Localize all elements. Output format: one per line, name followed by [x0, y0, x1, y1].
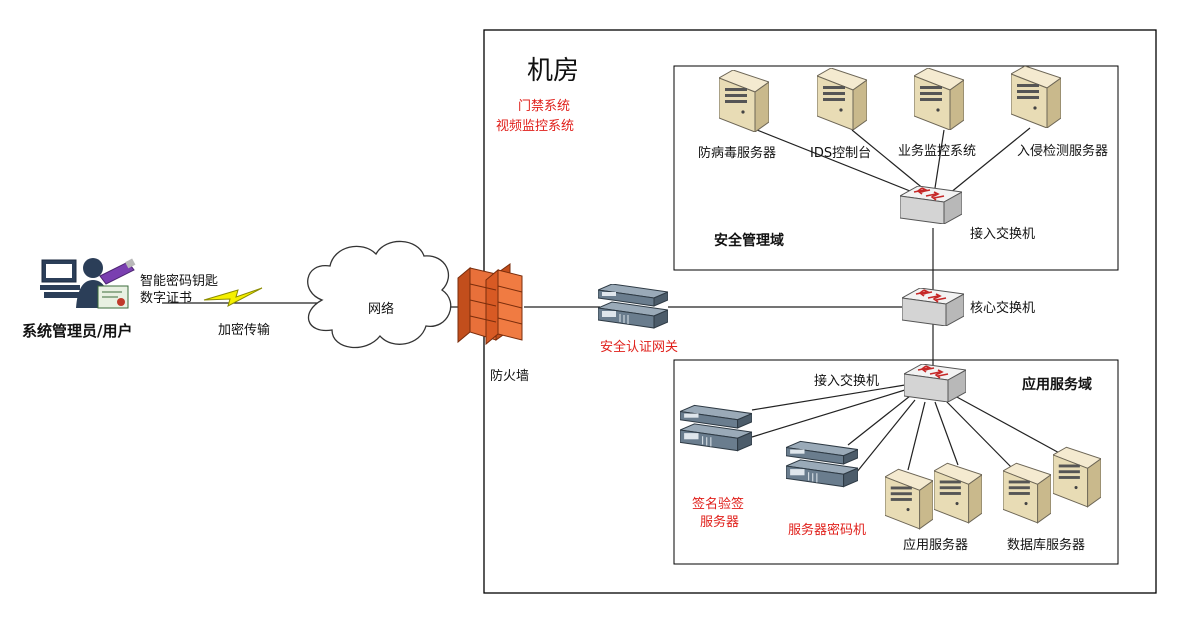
smart-key-label: 智能密码钥匙: [140, 273, 218, 289]
ids-console-label: IDS控制台: [810, 146, 871, 161]
gateway-server-icon: [598, 284, 668, 329]
security-zone-frame: [673, 65, 1119, 271]
encrypted-transfer-label: 加密传输: [218, 322, 270, 338]
biz-monitor-label: 业务监控系统: [898, 143, 976, 159]
network-label: 网络: [368, 301, 394, 317]
db-server-icon-2: [1053, 446, 1101, 508]
app-access-switch-icon: [904, 364, 966, 402]
db-server-label: 数据库服务器: [1007, 537, 1085, 553]
core-switch-label: 核心交换机: [970, 300, 1035, 316]
usb-key-icon: [99, 258, 136, 285]
sign-verify-server-icon: [680, 404, 752, 452]
ids-console-icon: [817, 68, 867, 130]
security-zone-title: 安全管理域: [714, 232, 784, 249]
antivirus-server-icon: [719, 70, 769, 132]
antivirus-server-label: 防病毒服务器: [698, 145, 776, 161]
firewall-label: 防火墙: [490, 368, 529, 384]
core-switch-icon: [902, 288, 964, 326]
digital-cert-label: 数字证书: [140, 291, 192, 306]
lightning-icon: [203, 287, 263, 307]
security-access-switch-label: 接入交换机: [970, 226, 1035, 242]
firewall-icon: [457, 263, 523, 346]
intrusion-detect-server-icon: [1011, 66, 1061, 128]
room-title: 机房: [527, 56, 579, 86]
crypto-machine-icon: [786, 440, 858, 488]
crypto-machine-label: 服务器密码机: [788, 522, 866, 538]
app-server-icon-2: [934, 462, 982, 524]
app-access-switch-label: 接入交换机: [814, 373, 879, 389]
app-server-icon-1: [885, 468, 933, 530]
network-cloud-icon: [307, 240, 452, 349]
app-server-label: 应用服务器: [903, 537, 968, 553]
intrusion-detect-label: 入侵检测服务器: [1017, 143, 1108, 159]
video-monitor-note: 视频监控系统: [496, 119, 574, 134]
security-access-switch-icon: [900, 186, 962, 224]
access-control-note: 门禁系统: [518, 99, 570, 114]
app-zone-frame: [673, 359, 1119, 565]
user-computer-icon: [40, 259, 80, 298]
gateway-label: 安全认证网关: [600, 339, 678, 355]
certificate-icon: [97, 285, 129, 309]
biz-monitor-server-icon: [914, 68, 964, 130]
sign-verify-label-line1: 签名验签: [692, 496, 744, 512]
user-label: 系统管理员/用户: [22, 322, 132, 340]
app-zone-title: 应用服务域: [1022, 376, 1092, 393]
sign-verify-label-line2: 服务器: [700, 514, 739, 530]
db-server-icon-1: [1003, 462, 1051, 524]
